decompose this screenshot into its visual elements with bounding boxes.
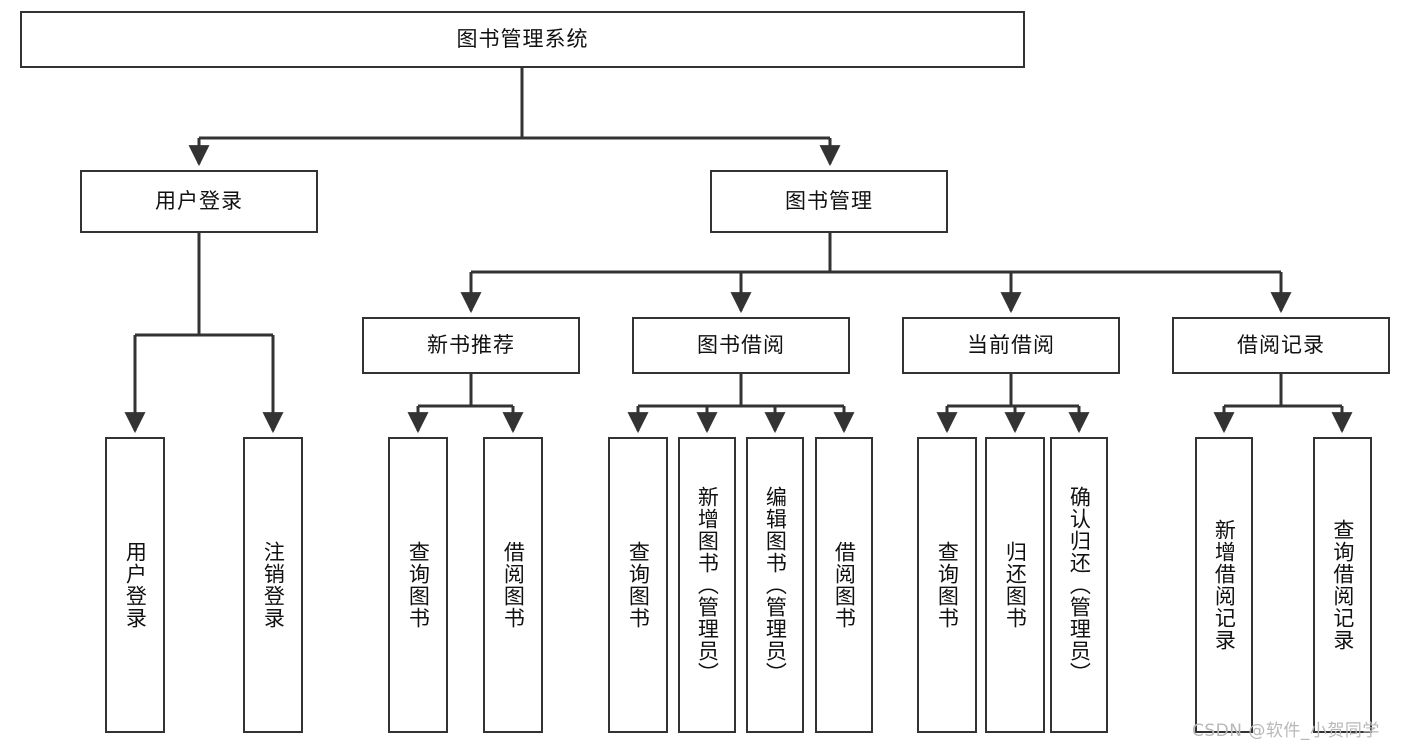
node-leaf-query-borrow-record[interactable]: 查询借阅记录 — [1313, 437, 1372, 733]
node-leaf-add-book-admin[interactable]: 新增图书（管理员） — [678, 437, 736, 733]
node-leaf-confirm-return-admin[interactable]: 确认归还（管理员） — [1050, 437, 1108, 733]
node-label: 借阅图书 — [501, 541, 526, 629]
node-label: 用户登录 — [123, 541, 148, 629]
node-user-login[interactable]: 用户登录 — [80, 170, 318, 233]
node-leaf-borrow-book[interactable]: 借阅图书 — [815, 437, 873, 733]
node-label: 查询图书 — [626, 541, 651, 629]
node-label: 借阅记录 — [1237, 332, 1325, 357]
node-label: 借阅图书 — [832, 541, 857, 629]
node-leaf-return-book[interactable]: 归还图书 — [985, 437, 1045, 733]
node-leaf-add-borrow-record[interactable]: 新增借阅记录 — [1195, 437, 1253, 733]
node-label: 归还图书 — [1003, 541, 1028, 629]
node-label: 新书推荐 — [427, 332, 515, 357]
node-label: 用户登录 — [155, 188, 243, 213]
node-label: 查询借阅记录 — [1330, 519, 1355, 651]
node-leaf-borrow-book-newbook[interactable]: 借阅图书 — [483, 437, 543, 733]
node-label: 新增图书（管理员） — [695, 486, 720, 684]
node-label: 确认归还（管理员） — [1067, 486, 1092, 684]
node-book-management[interactable]: 图书管理 — [710, 170, 948, 233]
node-label: 图书借阅 — [697, 332, 785, 357]
node-label: 当前借阅 — [967, 332, 1055, 357]
node-book-borrow[interactable]: 图书借阅 — [632, 317, 850, 374]
node-leaf-logout[interactable]: 注销登录 — [243, 437, 303, 733]
node-label: 编辑图书（管理员） — [763, 486, 788, 684]
csdn-watermark: CSDN @软件_小贺同学 — [1192, 721, 1380, 741]
node-label: 查询图书 — [406, 541, 431, 629]
node-borrow-records[interactable]: 借阅记录 — [1172, 317, 1390, 374]
node-label: 注销登录 — [261, 541, 286, 629]
node-current-borrow[interactable]: 当前借阅 — [902, 317, 1120, 374]
node-new-book-recommend[interactable]: 新书推荐 — [362, 317, 580, 374]
node-root-book-management-system[interactable]: 图书管理系统 — [20, 11, 1025, 68]
node-leaf-edit-book-admin[interactable]: 编辑图书（管理员） — [746, 437, 804, 733]
node-leaf-query-book-borrow[interactable]: 查询图书 — [608, 437, 668, 733]
node-label: 新增借阅记录 — [1212, 519, 1237, 651]
node-leaf-query-book-newbook[interactable]: 查询图书 — [388, 437, 448, 733]
node-leaf-user-login[interactable]: 用户登录 — [105, 437, 165, 733]
node-label: 查询图书 — [935, 541, 960, 629]
node-label: 图书管理 — [785, 188, 873, 213]
node-label: 图书管理系统 — [456, 26, 589, 51]
node-leaf-query-book-current[interactable]: 查询图书 — [917, 437, 977, 733]
